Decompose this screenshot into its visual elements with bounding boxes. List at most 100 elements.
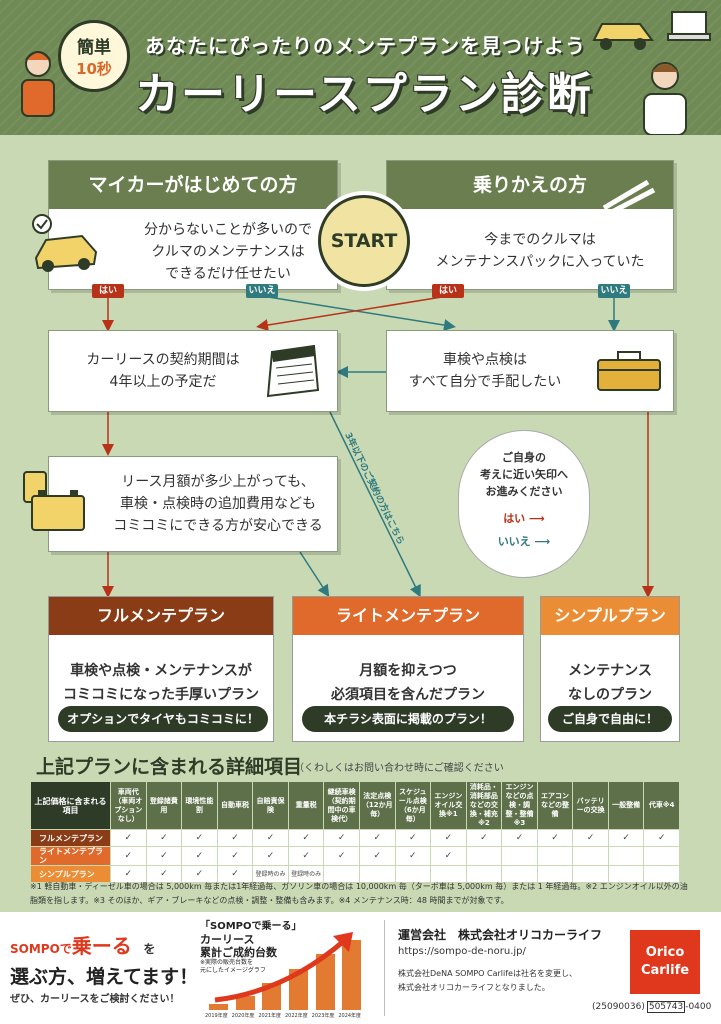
footer-sub: ぜひ、カーリースをご検討ください！ — [10, 994, 180, 1005]
footer-headline: 選ぶ方、増えてます！ — [10, 966, 199, 988]
chart-title: 「SOMPOで乗ーる」 カーリース 累計ご成約台数 ※実際の販売台数を 元にした… — [200, 920, 301, 975]
brand-suffix: を — [143, 942, 156, 956]
chart-bar — [209, 1004, 228, 1010]
q2-no-tag: いいえ — [598, 284, 630, 298]
column-header: 自賠責保険 — [252, 781, 289, 830]
header-banner: 簡単 10秒 あなたにぴったりのメンテプランを見つけよう カーリースプラン診断 — [0, 0, 721, 135]
plan-light-title: ライトメンテプラン — [293, 597, 523, 635]
chart-title1: 「SOMPOで乗ーる」 — [200, 921, 302, 932]
table-cell: ✓ — [536, 829, 574, 847]
car-illustration-icon — [592, 23, 654, 50]
q1-no-tag: いいえ — [246, 284, 278, 298]
question-self-arrange: 車検や点検は すべて自分で手配したい — [386, 330, 674, 412]
footer: SOMPOで乗ーる を 選ぶ方、増えてます！ ぜひ、カーリースをご検討ください！… — [0, 912, 721, 1024]
column-header: 消耗品・消耗部品などの交換・補充※2 — [465, 781, 503, 830]
contracts-bar-chart — [205, 922, 365, 1010]
details-table: 上記価格に含まれる項目 車両代（車両オプションなし）登録諸費用環境性能割自動車税… — [30, 781, 680, 883]
table-cell — [643, 846, 680, 866]
plan-light-desc2: 必須項目を含んだプラン — [331, 687, 485, 703]
column-header: 代車※4 — [643, 781, 680, 830]
question-first-car-title: マイカーがはじめての方 — [49, 161, 337, 209]
q1-line1: 分からないことが多いので — [144, 222, 312, 238]
q2-line2: メンテナンスパックに入っていた — [435, 254, 645, 270]
table-cell — [572, 846, 609, 866]
table-cell: ✓ — [358, 846, 396, 866]
table-cell: ✓ — [181, 829, 218, 847]
table-cell: ✓ — [358, 829, 396, 847]
badge-line1: 簡単 — [77, 38, 111, 58]
plan-light-note: 本チラシ表面に掲載のプラン！ — [302, 706, 514, 732]
legend-line2: 考えに近い矢印へ — [480, 468, 568, 481]
column-header: 車両代（車両オプションなし） — [110, 781, 147, 830]
table-cell: ✓ — [287, 846, 325, 866]
q2-line1: 今までのクルマは — [484, 232, 596, 248]
column-header: エアコンなどの整備 — [536, 781, 574, 830]
details-note: （くわしくはお問い合わせ時にご確認ください — [294, 763, 504, 774]
table-cell: ✓ — [110, 846, 147, 866]
table-cell: ✓ — [572, 829, 609, 847]
table-cell — [465, 846, 503, 866]
plan-simple-desc2: なしのプラン — [568, 687, 652, 703]
column-header: 重量税 — [287, 781, 325, 830]
column-header: 法定点検（12か月毎） — [358, 781, 396, 830]
legend-yes: はい — [503, 512, 526, 525]
q3-line2: 4年以上の予定だ — [109, 374, 217, 390]
wrench-icon — [602, 179, 656, 217]
table-cell: ✓ — [607, 829, 645, 847]
chart-bar — [235, 996, 255, 1010]
legend-line1: ご自身の — [502, 451, 546, 464]
table-cell — [323, 865, 360, 883]
chart-bar — [342, 940, 362, 1010]
brand-main: 乗ーる — [71, 934, 132, 958]
table-cell: ✓ — [252, 829, 289, 847]
orico-logo: Orico Carlife — [630, 930, 700, 994]
growth-arrow-icon — [214, 932, 353, 1003]
q4-line1: 車検や点検は — [443, 352, 527, 368]
q3-line1: カーリースの契約期間は — [86, 352, 240, 368]
q5-line1: リース月額が多少上がっても、 — [121, 474, 315, 490]
q5-line3: コミコミにできる方が安心できる — [113, 518, 323, 534]
legend-no: いいえ — [497, 535, 531, 548]
question-first-car: マイカーがはじめての方 分からないことが多いので クルマのメンテナンスは できる… — [48, 160, 338, 290]
q4-line2: すべて自分で手配したい — [408, 374, 562, 390]
column-header: 環境性能割 — [181, 781, 218, 830]
table-cell — [607, 865, 645, 883]
column-header: バッテリーの交換 — [572, 781, 609, 830]
header-tagline: あなたにぴったりのメンテプランを見つけよう — [145, 34, 586, 58]
plan-simple-note: ご自身で自由に！ — [548, 706, 672, 732]
plan-full-desc1: 車検や点検・メンテナンスが — [70, 663, 252, 679]
q5-line2: 車検・点検時の追加費用なども — [120, 496, 316, 512]
chart-x-label: 2019年度 — [205, 1013, 228, 1019]
table-row: ライトメンテプラン✓✓✓✓✓✓✓✓✓✓ — [30, 846, 680, 866]
company-url[interactable]: https://sompo-de-noru.jp/ — [398, 946, 526, 957]
table-cell: ✓ — [145, 846, 183, 866]
table-cell: ✓ — [394, 846, 432, 866]
row-label: フルメンテプラン — [30, 829, 111, 847]
chart-bar — [289, 969, 308, 1010]
chart-title2: カーリース — [200, 933, 255, 946]
q2-yes-tag: はい — [432, 284, 464, 298]
table-cell: ✓ — [216, 846, 254, 866]
column-header: スケジュール点検（6か月毎） — [394, 781, 432, 830]
q1-line3: できるだけ任せたい — [165, 266, 291, 282]
table-cell: ✓ — [323, 829, 360, 847]
table-cell: ✓ — [145, 829, 183, 847]
table-cell: ✓ — [323, 846, 360, 866]
calendar-icon — [266, 344, 320, 398]
column-header: 一般整備 — [607, 781, 645, 830]
table-cell: ✓ — [430, 829, 467, 847]
oil-battery-icon — [23, 471, 85, 531]
column-header: 登録諸費用 — [145, 781, 183, 830]
table-corner: 上記価格に含まれる項目 — [30, 781, 111, 830]
table-cell — [501, 846, 538, 866]
easy-badge: 簡単 10秒 — [58, 20, 130, 92]
table-cell: ✓ — [287, 829, 325, 847]
toolbox-icon — [597, 351, 661, 391]
print-code1: (25090036) — [592, 1002, 645, 1012]
table-cell: ✓ — [430, 846, 467, 866]
table-cell: ✓ — [252, 846, 289, 866]
table-cell — [536, 865, 574, 883]
column-header: 継続車検（契約期間中の車検代） — [323, 781, 360, 830]
chart-note2: 元にしたイメージグラフ — [200, 967, 266, 974]
